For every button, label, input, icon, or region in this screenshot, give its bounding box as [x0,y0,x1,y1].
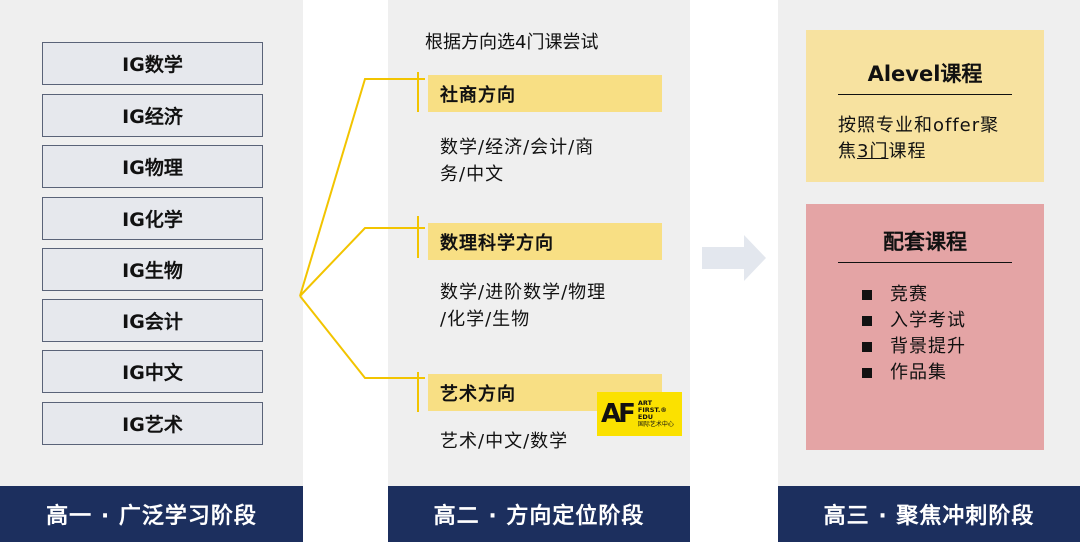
subject-box-economics: IG经济 [42,94,263,137]
logo-mark: AF [601,399,636,429]
alevel-line2-underlined: 3门 [857,141,889,162]
alevel-line2-pre: 焦 [838,141,857,162]
alevel-line2-post: 课程 [888,141,927,162]
support-item-label: 竞赛 [890,284,928,305]
direction-subjects-science: 数学/进阶数学/物理 /化学/生物 [440,279,650,333]
support-item-label: 背景提升 [890,336,966,357]
connector-social-business [299,78,425,297]
subjects-line: 数学/经济/会计/商 [440,137,595,158]
subject-box-accounting: IG会计 [42,299,263,342]
alevel-description: 按照专业和offer聚 焦3门课程 [838,113,1028,165]
alevel-title: Alevel课程 [838,58,1012,95]
support-title: 配套课程 [838,226,1012,263]
square-bullet-icon [862,316,872,326]
direction-header-science: 数理科学方向 [428,223,662,260]
subject-box-physics: IG物理 [42,145,263,188]
connector-science [299,227,425,297]
list-item: 入学考试 [862,308,966,334]
subject-box-art: IG艺术 [42,402,263,445]
subject-box-math: IG数学 [42,42,263,85]
bracket-connectors [299,72,425,412]
stage-arrow-icon [702,235,766,281]
support-list: 竞赛 入学考试 背景提升 作品集 [862,282,966,386]
direction-subjects-social-business: 数学/经济/会计/商 务/中文 [440,134,650,188]
stage3-footer: 高三 · 聚焦冲刺阶段 [778,486,1080,542]
connector-art [299,295,425,379]
subjects-line: /化学/生物 [440,309,531,330]
direction-subjects-art: 艺术/中文/数学 [440,428,650,455]
subjects-line: 数学/进阶数学/物理 [440,282,607,303]
alevel-box: Alevel课程 按照专业和offer聚 焦3门课程 [806,30,1044,182]
stage2-footer: 高二 · 方向定位阶段 [388,486,690,542]
square-bullet-icon [862,290,872,300]
subjects-line: 艺术/中文/数学 [440,431,569,452]
subject-box-chemistry: IG化学 [42,197,263,240]
direction-header-social-business: 社商方向 [428,75,662,112]
list-item: 背景提升 [862,334,966,360]
list-item: 作品集 [862,360,966,386]
logo-cn: 国际艺术中心 [637,420,674,428]
logo-en-line2: EDU [637,412,654,421]
logo-text: ART FIRST.® EDU 国际艺术中心 [638,400,682,428]
subjects-line: 务/中文 [440,164,505,185]
alevel-line1: 按照专业和offer聚 [838,115,1000,136]
stage1-footer: 高一 · 广泛学习阶段 [0,486,303,542]
art-first-logo: AF ART FIRST.® EDU 国际艺术中心 [597,392,682,436]
list-item: 竞赛 [862,282,966,308]
subject-box-biology: IG生物 [42,248,263,291]
subject-box-chinese: IG中文 [42,350,263,393]
logo-en-line1: ART FIRST.® [637,399,667,414]
alevel-line2: 焦3门课程 [838,139,1028,165]
square-bullet-icon [862,342,872,352]
support-item-label: 作品集 [890,362,947,383]
support-item-label: 入学考试 [890,310,966,331]
square-bullet-icon [862,368,872,378]
direction-intro: 根据方向选4门课尝试 [425,32,599,53]
support-courses-box: 配套课程 竞赛 入学考试 背景提升 作品集 [806,204,1044,450]
